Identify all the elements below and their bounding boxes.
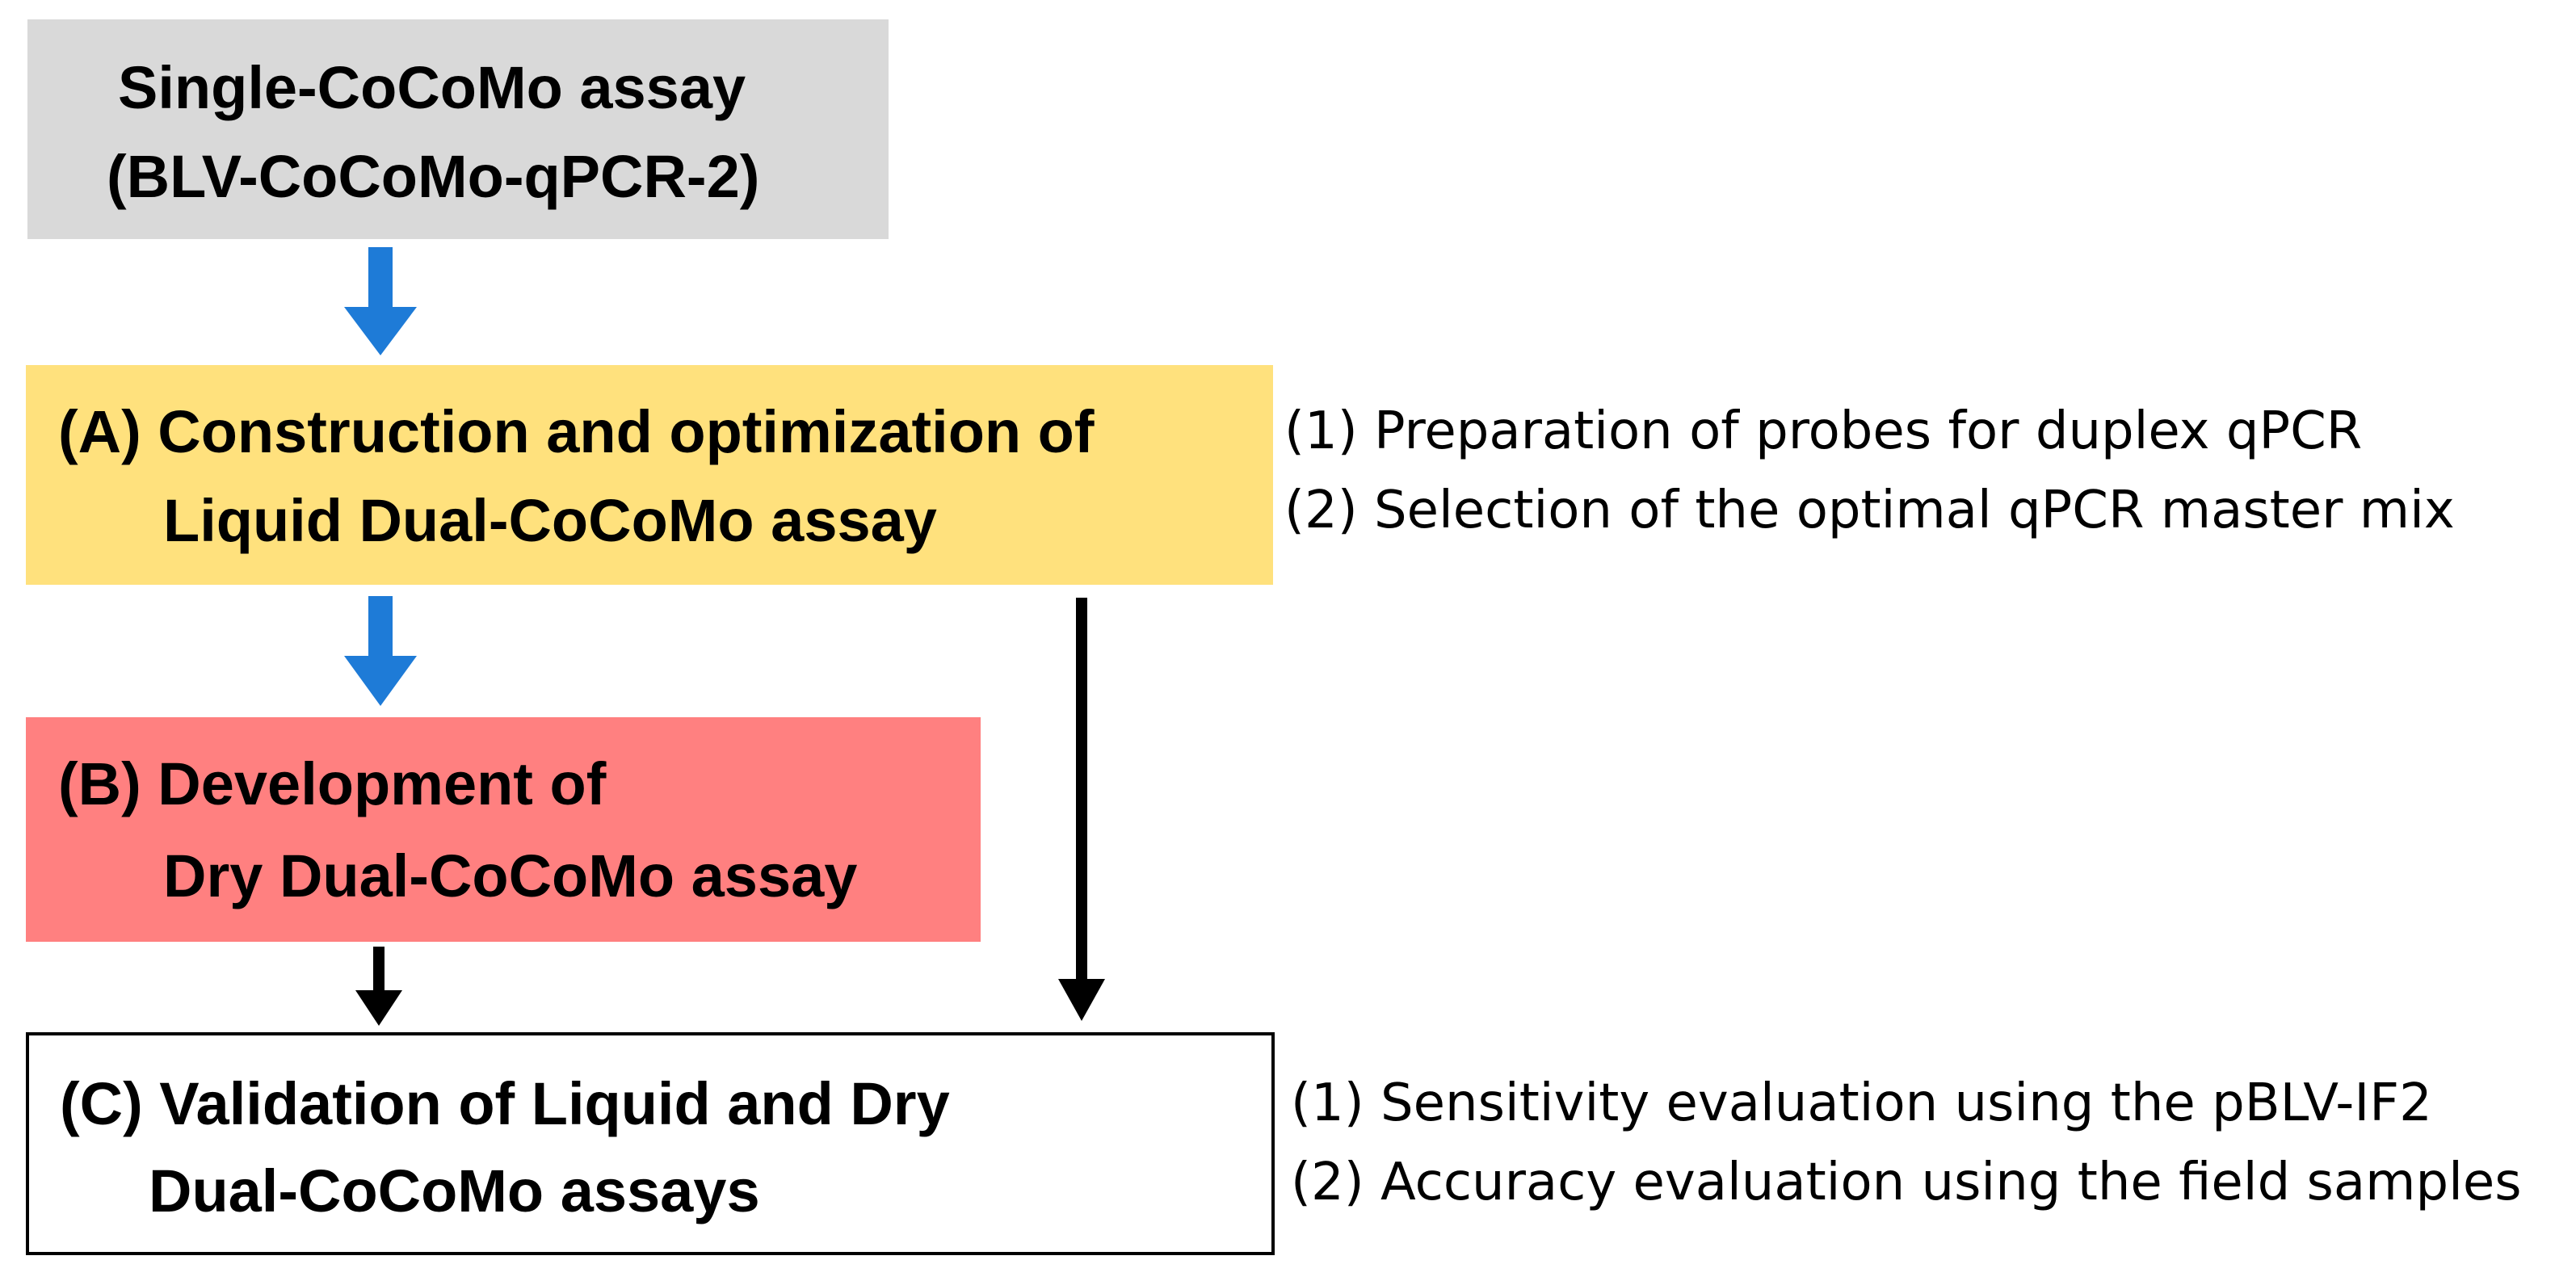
step-c-note-1: (1) Sensitivity evaluation using the pBL… [1291, 1073, 2432, 1133]
arrow-b-to-c [355, 947, 402, 1026]
step-c-line-2: Dual-CoCoMo assays [149, 1157, 760, 1224]
start-line-1: Single-CoCoMo assay [118, 54, 746, 121]
start-box: Single-CoCoMo assay (BLV-CoCoMo-qPCR-2) [27, 19, 889, 239]
step-a-line-1: (A) Construction and optimization of [58, 398, 1095, 465]
arrow-a-to-c [1058, 598, 1105, 1021]
step-c-note-2: (2) Accuracy evaluation using the field … [1291, 1153, 2522, 1212]
step-c-box: (C) Validation of Liquid and Dry Dual-Co… [26, 1032, 1275, 1255]
arrow-start-to-a [344, 247, 417, 355]
step-a-note-2: (2) Selection of the optimal qPCR master… [1284, 481, 2455, 540]
arrow-a-to-b [344, 596, 417, 706]
step-c-line-1: (C) Validation of Liquid and Dry [60, 1070, 950, 1137]
step-b-line-2: Dry Dual-CoCoMo assay [163, 842, 858, 909]
step-b-box: (B) Development of Dry Dual-CoCoMo assay [26, 717, 981, 942]
step-a-box: (A) Construction and optimization of Liq… [26, 365, 1273, 585]
step-a-note-1: (1) Preparation of probes for duplex qPC… [1284, 401, 2363, 461]
step-a-line-2: Liquid Dual-CoCoMo assay [163, 487, 937, 554]
step-b-line-1: (B) Development of [58, 750, 607, 817]
start-line-2: (BLV-CoCoMo-qPCR-2) [107, 143, 760, 210]
